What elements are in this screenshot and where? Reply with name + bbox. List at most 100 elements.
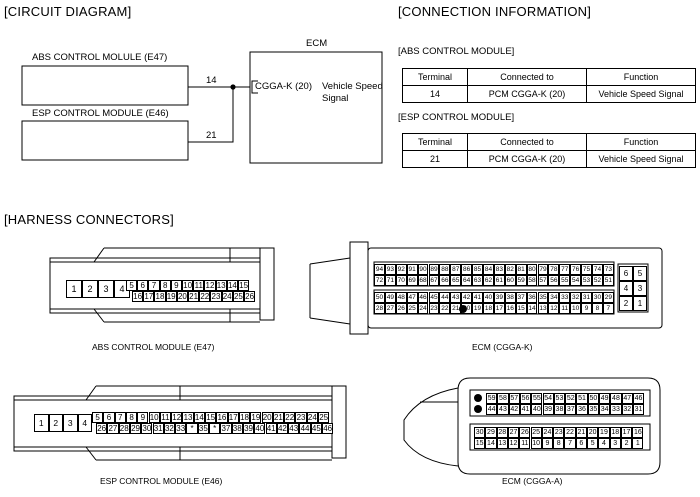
cggak-row3-pin: 36 [526,292,538,303]
cggak-row4-pin: 13 [537,303,549,314]
cggak-row2-pin: 59 [515,275,527,286]
cggak-row2-pin: 65 [450,275,462,286]
cggaa-row4-pin: 14 [485,438,497,449]
abs-connection-table: Terminal Connected to Function 14 PCM CG… [402,68,696,103]
cggak-row4-pin: 22 [439,303,451,314]
cggak-row2-pin: 55 [559,275,571,286]
cggaa-row2-pin: 31 [632,404,645,415]
e46-row2-pin: 29 [129,423,142,434]
cggaa-row3-pin: 21 [575,427,587,438]
e46-row2-pin: 26 [96,423,108,434]
e47-left-pin: 1 [66,280,82,298]
table-row: 21 PCM CGGA-K (20) Vehicle Speed Signal [402,150,696,168]
cggak-row3-pin: 48 [395,292,407,303]
cggak-row4-pin: 16 [504,303,516,314]
cggaa-row1-pin: 57 [508,393,520,404]
cggak-row2-pin: 51 [602,275,614,286]
cggak-row2-pin: 64 [461,275,473,286]
cggak-row3-pin: 45 [428,292,440,303]
cggak-row2-pin: 71 [384,275,396,286]
e46-row2-pin: 45 [310,423,322,434]
cggak-row1-pin: 83 [493,264,505,275]
cggak-row3-pin: 33 [559,292,571,303]
cggaa-row2-pin: 41 [519,404,532,415]
e46-row1-pin: 20 [261,412,273,423]
cggaa-row4-pin: 4 [598,438,610,449]
cggaa-row4-pin: 9 [541,438,554,449]
cggaa-row1-pin: 55 [531,393,543,404]
e47-row2-pin: 21 [188,291,200,302]
e46-row2-pin: 35 [197,423,209,434]
e47-row2-pin: 22 [199,291,211,302]
e46-left-pin: 3 [63,414,78,432]
e46-row2-pin: 38 [231,423,243,434]
cggaa-row2-pin: 40 [531,404,543,415]
cggak-row3-pin: 37 [515,292,527,303]
cggak-row4-pin: 25 [406,303,418,314]
e47-row1-pin: 8 [159,280,171,291]
cggaa-row2-pin: 32 [621,404,633,415]
e46-row1-pin: 16 [216,412,228,423]
cggak-row1-pin: 76 [570,264,582,275]
e47-row2-pin: 26 [244,291,256,302]
cggak-row1-pin: 85 [472,264,483,275]
cggaa-row4-pin: 10 [530,438,542,449]
cggaa-row3-pin: 16 [632,427,644,438]
cggak-connector-outline [309,241,663,335]
e46-row2-pin: 40 [254,423,266,434]
cggak-row3-pin: 39 [493,292,505,303]
e47-row2-pin: 20 [176,291,188,302]
cggak-row3-pin: 44 [439,292,451,303]
e46-left-pin: 4 [77,414,92,432]
abs-table-title: [ABS CONTROL MODULE] [398,46,515,57]
cggak-row4-pin: 10 [570,303,582,314]
e46-row2-pin: 44 [299,423,311,434]
cggak-row3-pin: 38 [504,292,516,303]
e46-left-pin: 1 [34,414,49,432]
e47-row2-pin: 23 [210,291,222,302]
cggak-row4-pin: 23 [428,303,440,314]
e46-row2-pin: * [186,423,198,434]
e46-row1-pin: 5 [92,412,104,423]
e47-row1-pin: 9 [170,280,182,291]
cggaa-row1-pin: 48 [610,393,622,404]
e46-row2-pin: 41 [265,423,277,434]
cggak-side-pin: 2 [619,296,633,311]
e46-row2-pin: 27 [107,423,119,434]
cggak-side-pin: 3 [633,281,647,296]
circuit-diagram-heading: [CIRCUIT DIAGRAM] [4,4,132,19]
cggak-row3-pin: 47 [406,292,418,303]
cggak-row1-pin: 74 [592,264,603,275]
cggaa-row1-pin: 52 [565,393,577,404]
e47-left-pin: 2 [82,280,98,298]
e46-caption: ESP CONTROL MODULE (E46) [100,476,223,486]
cggak-row4-pin: 11 [559,303,571,314]
e46-row1-pin: 12 [171,412,183,423]
cggak-row3-pin: 29 [602,292,614,303]
cggaa-row3-pin: 27 [507,427,520,438]
cggaa-row3-pin: 24 [541,427,554,438]
cggaa-row3-pin: 18 [609,427,621,438]
cggak-side-pin: 5 [633,266,647,281]
cggaa-row4-pin: 2 [620,438,633,449]
e46-row1-pin: 17 [227,412,239,423]
cggak-row1-pin: 77 [559,264,571,275]
cggaa-caption: ECM (CGGA-A) [502,476,563,486]
cggak-row1-pin: 75 [581,264,592,275]
cggak-row3-pin: 41 [472,292,483,303]
e47-caption: ABS CONTROL MODULE (E47) [92,342,215,352]
e46-row2-pin: 39 [242,423,255,434]
abs-pin-number: 14 [206,75,217,86]
cggaa-row4-pin: 13 [496,438,508,449]
e46-left-pin: 2 [48,414,63,432]
cggak-row4-pin: 7 [602,303,614,314]
e47-row1-pin: 13 [215,280,227,291]
cggaa-row2-pin: 38 [553,404,566,415]
cggaa-row4-pin: 1 [632,438,644,449]
cggaa-row2-pin: 34 [599,404,611,415]
signal-label-line2: Signal [322,93,349,104]
cggak-row3-pin: 34 [548,292,560,303]
cggak-row1-pin: 79 [537,264,549,275]
cggak-side-pin: 6 [619,266,633,281]
cggak-row2-pin: 56 [548,275,560,286]
